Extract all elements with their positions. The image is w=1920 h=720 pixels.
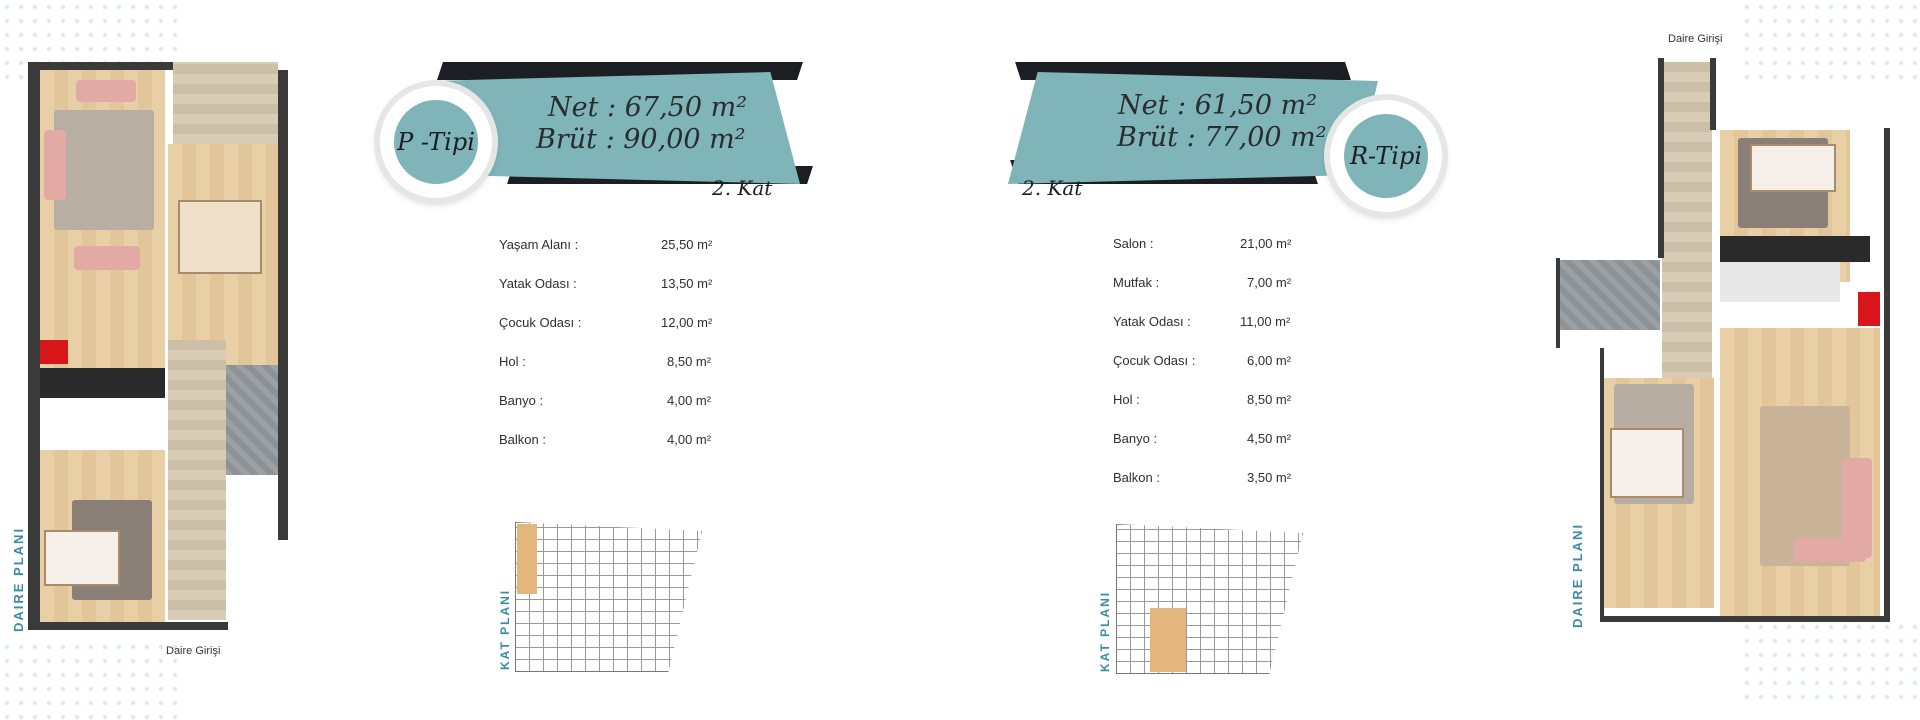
room-area: 4,50 m² xyxy=(1247,431,1292,446)
room-row: Yatak Odası : 13,50 m² xyxy=(499,276,719,315)
room-row: Hol : 8,50 m² xyxy=(499,354,719,393)
room-area: 7,00 m² xyxy=(1247,275,1292,290)
right-brut-area: Brüt : 77,00 m² xyxy=(1117,122,1327,153)
room-row: Çocuk Odası : 12,00 m² xyxy=(499,315,719,354)
room-area: 4,00 m² xyxy=(667,393,712,408)
room-area: 12,00 m² xyxy=(661,315,713,330)
room-row: Hol : 8,50 m² xyxy=(1113,392,1343,431)
left-plan-label: DAIRE PLANI xyxy=(11,526,26,632)
right-floor-plan-label: KAT PLANI xyxy=(1098,590,1112,672)
left-apartment-plan xyxy=(28,50,288,630)
decor-dots-bottom-left xyxy=(0,640,180,720)
left-floor-label: 2. Kat xyxy=(712,176,773,200)
room-name: Çocuk Odası : xyxy=(1113,353,1196,368)
room-name: Balkon : xyxy=(499,432,546,447)
room-area: 8,50 m² xyxy=(1247,392,1292,407)
room-name: Banyo : xyxy=(1113,431,1158,446)
room-name: Hol : xyxy=(1113,392,1140,407)
room-name: Çocuk Odası : xyxy=(499,315,582,330)
right-room-list: Salon : 21,00 m² Mutfak : 7,00 m² Yatak Od… xyxy=(1113,236,1343,509)
room-name: Mutfak : xyxy=(1113,275,1160,290)
right-plan-label: DAIRE PLANI xyxy=(1570,522,1585,628)
decor-dots-top-right xyxy=(1740,0,1920,80)
room-name: Balkon : xyxy=(1113,470,1160,485)
left-brut-area: Brüt : 90,00 m² xyxy=(536,124,746,155)
right-net-area: Net : 61,50 m² xyxy=(1118,90,1318,121)
left-type-label: P -Tipi xyxy=(394,100,478,184)
right-type-badge: R-Tipi xyxy=(1330,100,1442,212)
right-type-label: R-Tipi xyxy=(1344,114,1428,198)
room-name: Yatak Odası : xyxy=(1113,314,1191,329)
room-row: Salon : 21,00 m² xyxy=(1113,236,1343,275)
right-floor-label: 2. Kat xyxy=(1022,176,1083,200)
room-row: Mutfak : 7,00 m² xyxy=(1113,275,1343,314)
left-type-badge: P -Tipi xyxy=(380,86,492,198)
room-row: Çocuk Odası : 6,00 m² xyxy=(1113,353,1343,392)
right-apartment-plan xyxy=(1550,48,1890,630)
room-area: 21,00 m² xyxy=(1240,236,1292,251)
room-area: 13,50 m² xyxy=(661,276,713,291)
room-row: Banyo : 4,00 m² xyxy=(499,393,719,432)
room-name: Yatak Odası : xyxy=(499,276,577,291)
right-area-banner: R-Tipi xyxy=(1008,58,1448,212)
room-name: Yaşam Alanı : xyxy=(499,237,579,252)
room-row: Yaşam Alanı : 25,50 m² xyxy=(499,237,719,276)
left-net-area: Net : 67,50 m² xyxy=(548,92,748,123)
room-row: Balkon : 4,00 m² xyxy=(499,432,719,471)
room-area: 11,00 m² xyxy=(1240,314,1291,329)
left-room-list: Yaşam Alanı : 25,50 m² Yatak Odası : 13,50… xyxy=(499,237,719,471)
left-floor-plan-label: KAT PLANI xyxy=(498,588,512,670)
right-floor-plan-thumbnail xyxy=(1116,524,1303,674)
room-area: 4,00 m² xyxy=(667,432,712,447)
right-unit-highlight xyxy=(1150,608,1186,672)
room-name: Banyo : xyxy=(499,393,544,408)
left-floor-plan-thumbnail xyxy=(515,522,702,672)
room-row: Yatak Odası : 11,00 m² xyxy=(1113,314,1343,353)
left-area-banner: P -Tipi xyxy=(380,58,820,198)
left-entrance-label: Daire Girişi xyxy=(166,645,221,657)
room-name: Salon : xyxy=(1113,236,1154,251)
room-area: 3,50 m² xyxy=(1247,470,1292,485)
room-name: Hol : xyxy=(499,354,526,369)
room-area: 6,00 m² xyxy=(1247,353,1292,368)
decor-dots-bottom-right xyxy=(1740,620,1920,700)
room-row: Balkon : 3,50 m² xyxy=(1113,470,1343,509)
room-row: Banyo : 4,50 m² xyxy=(1113,431,1343,470)
left-unit-highlight xyxy=(517,524,537,594)
room-area: 8,50 m² xyxy=(667,354,712,369)
room-area: 25,50 m² xyxy=(661,237,713,252)
right-entrance-label: Daire Girişi xyxy=(1668,33,1723,45)
